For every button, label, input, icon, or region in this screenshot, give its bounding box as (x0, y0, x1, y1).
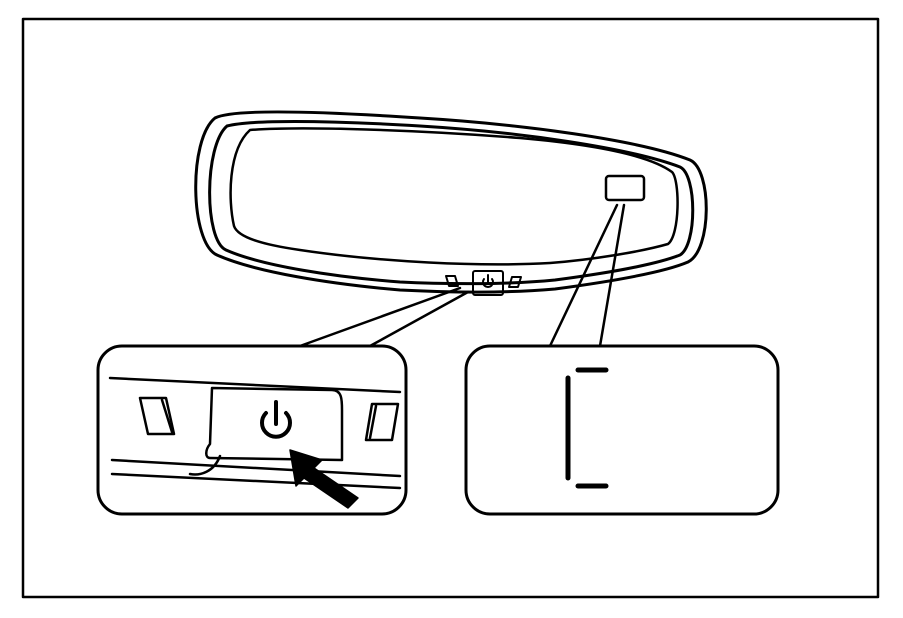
power-icon (260, 400, 292, 439)
display-segment-c (565, 367, 609, 489)
figure-frame (21, 17, 880, 599)
button-callout-box (96, 344, 408, 516)
arrow-pointer-icon (289, 449, 359, 509)
dimming-button-icon (364, 402, 400, 442)
button-panel (108, 376, 402, 490)
display-callout-box (464, 344, 780, 516)
mirror-power-button (472, 270, 504, 296)
callout-lines (298, 203, 626, 348)
mirror-housing (194, 110, 708, 294)
mirror-glass (229, 127, 679, 266)
mirror-display-window (604, 174, 646, 202)
mirror-dimming-button-icon (508, 276, 522, 288)
power-button-raised (205, 386, 344, 462)
mirror-power-icon (482, 274, 494, 288)
mirror-compass-button-icon (445, 275, 459, 287)
mirror-button-cluster (445, 270, 522, 296)
compass-button-icon (138, 396, 176, 436)
